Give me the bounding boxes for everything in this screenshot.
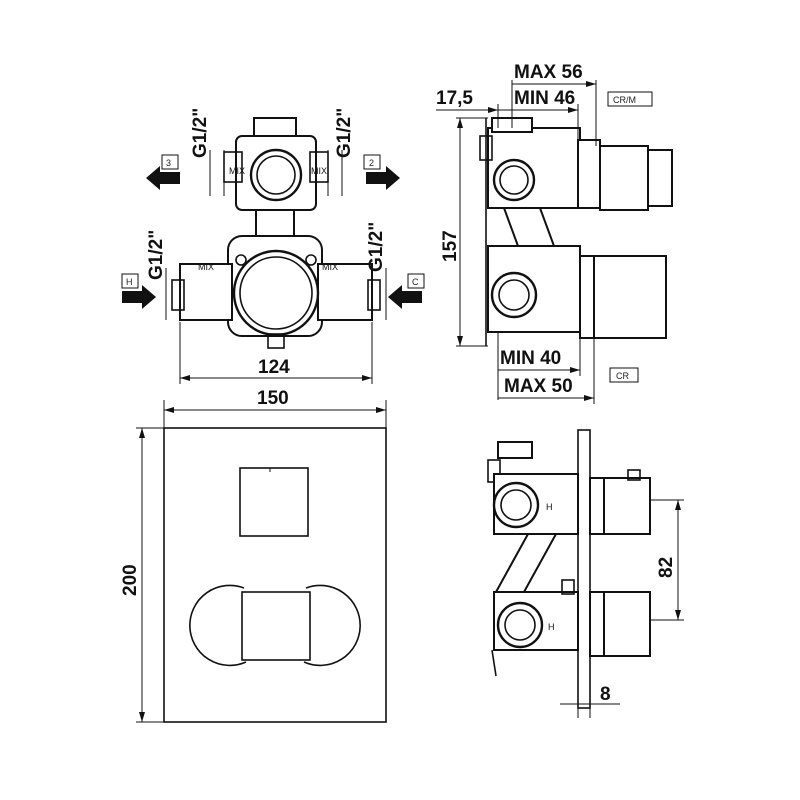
tag-cr-m: CR/M — [613, 95, 636, 105]
installed-diverter-body — [493, 473, 579, 535]
thread-label-mid-left: G1/2" — [146, 230, 167, 280]
side-diverter-knob — [599, 145, 649, 211]
dim-thickness-8: 8 — [600, 684, 611, 705]
dim-max-50: MAX 50 — [504, 376, 573, 397]
dim-min-46: MIN 46 — [514, 88, 575, 109]
tag-cr: CR — [616, 371, 629, 381]
svg-text:2: 2 — [369, 158, 374, 168]
plate-view: 150 200 — [120, 388, 387, 723]
dim-plate-height: 200 — [120, 564, 141, 596]
port-arrow-3: 3 — [146, 154, 180, 190]
svg-text:MIX: MIX — [322, 262, 338, 272]
installed-plate — [577, 429, 591, 709]
diverter-handle — [239, 467, 309, 537]
svg-text:H: H — [548, 622, 555, 632]
mixer-port — [232, 249, 320, 337]
dim-offset-17-5: 17,5 — [436, 88, 473, 109]
connector-neck — [255, 209, 295, 239]
thread-label-top-right: G1/2" — [334, 108, 355, 158]
front-view: MIX MIX MIX MIX G1/2" G1/2" G1/2" G1/2" — [121, 108, 425, 384]
side-diverter-body — [487, 127, 581, 209]
mixer-handle — [241, 591, 311, 661]
dim-spacing-82: 82 — [656, 557, 677, 578]
installed-diverter-knob — [603, 477, 651, 535]
side-view: MAX 56 MIN 46 17,5 CR/M 157 MIN 40 MAX 5… — [436, 62, 673, 404]
dim-max-56: MAX 56 — [514, 62, 583, 83]
dim-plate-width: 150 — [257, 388, 289, 409]
dim-min-40: MIN 40 — [500, 348, 561, 369]
svg-text:MIX: MIX — [198, 262, 214, 272]
svg-text:3: 3 — [166, 158, 171, 168]
installed-view: H H 82 8 — [487, 429, 684, 718]
thread-label-mid-right: G1/2" — [366, 222, 387, 272]
dim-height-157: 157 — [440, 230, 461, 262]
port-arrow-c: C — [388, 273, 425, 309]
diverter-port — [249, 148, 303, 202]
svg-text:H: H — [546, 502, 553, 512]
svg-text:MIX: MIX — [229, 166, 245, 176]
svg-text:C: C — [412, 277, 419, 287]
thread-label-top-left: G1/2" — [190, 108, 211, 158]
svg-text:H: H — [126, 277, 133, 287]
svg-text:MIX: MIX — [311, 166, 327, 176]
port-arrow-2: 2 — [363, 154, 400, 190]
port-arrow-h: H — [121, 273, 156, 309]
cover-plate — [163, 427, 387, 723]
installed-mixer-knob — [603, 591, 651, 657]
side-mixer-knob — [593, 255, 667, 339]
dim-width-body: 124 — [258, 357, 290, 378]
